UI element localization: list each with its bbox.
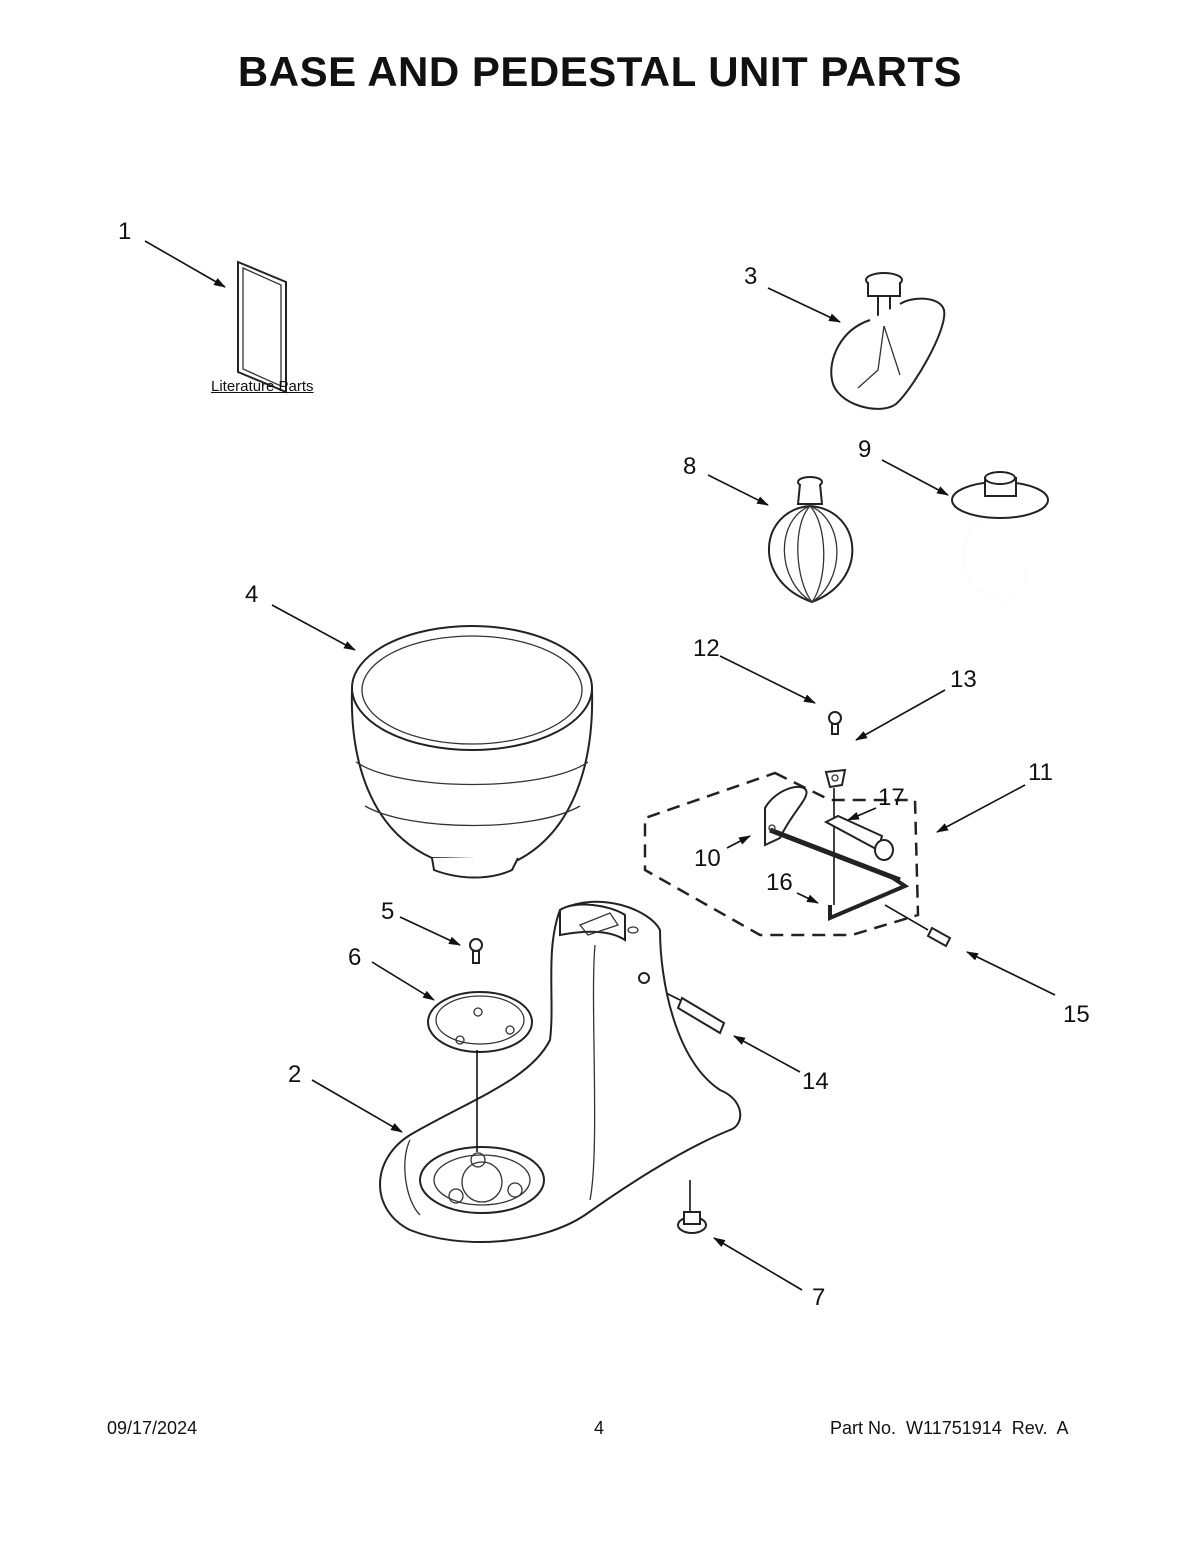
hinge-washer — [824, 768, 847, 789]
rubber-foot — [677, 1211, 707, 1234]
callout-17: 17 — [878, 784, 905, 811]
hinge-screw — [828, 711, 842, 735]
callout-13: 13 — [950, 666, 977, 693]
footer-part-number: Part No. W11751914 Rev. A — [830, 1418, 1069, 1438]
callout-leaders — [144, 240, 1056, 1291]
callout-3: 3 — [744, 263, 758, 290]
bowl-clamp-screw — [469, 938, 483, 964]
callout-15: 15 — [1063, 1001, 1090, 1028]
literature-parts-booklet — [237, 260, 287, 394]
callout-12: 12 — [693, 635, 720, 662]
assembly-guide-line-2 — [884, 904, 929, 931]
small-hinge-pin — [926, 926, 952, 948]
callout-4: 4 — [245, 581, 259, 608]
footer-date: 09/17/2024 — [107, 1418, 198, 1438]
callout-10: 10 — [694, 845, 721, 872]
callout-16: 16 — [766, 869, 793, 896]
literature-parts-label: Literature Parts — [211, 378, 314, 395]
callout-8: 8 — [683, 453, 697, 480]
callout-7: 7 — [812, 1284, 826, 1311]
pedestal-pin — [676, 996, 726, 1035]
flat-beater — [830, 272, 946, 410]
page-title: BASE AND PEDESTAL UNIT PARTS — [237, 48, 963, 95]
callout-11: 11 — [1028, 759, 1053, 786]
lock-lever — [823, 814, 894, 861]
hinge-bracket — [764, 785, 901, 883]
footer-page-number: 4 — [594, 1418, 605, 1438]
hinge-pin-rod — [828, 874, 910, 922]
callout-1: 1 — [118, 218, 132, 245]
callout-6: 6 — [348, 944, 362, 971]
dough-hook — [951, 471, 1049, 602]
callout-9: 9 — [858, 436, 872, 463]
wire-whip — [768, 476, 854, 604]
pedestal-base — [379, 900, 742, 1243]
bowl-clamp-plate — [427, 991, 533, 1053]
hinge-assembly-outline — [643, 771, 920, 937]
callout-5: 5 — [381, 898, 395, 925]
mixing-bowl — [350, 625, 594, 879]
callout-14: 14 — [802, 1068, 829, 1095]
callout-2: 2 — [288, 1061, 302, 1088]
